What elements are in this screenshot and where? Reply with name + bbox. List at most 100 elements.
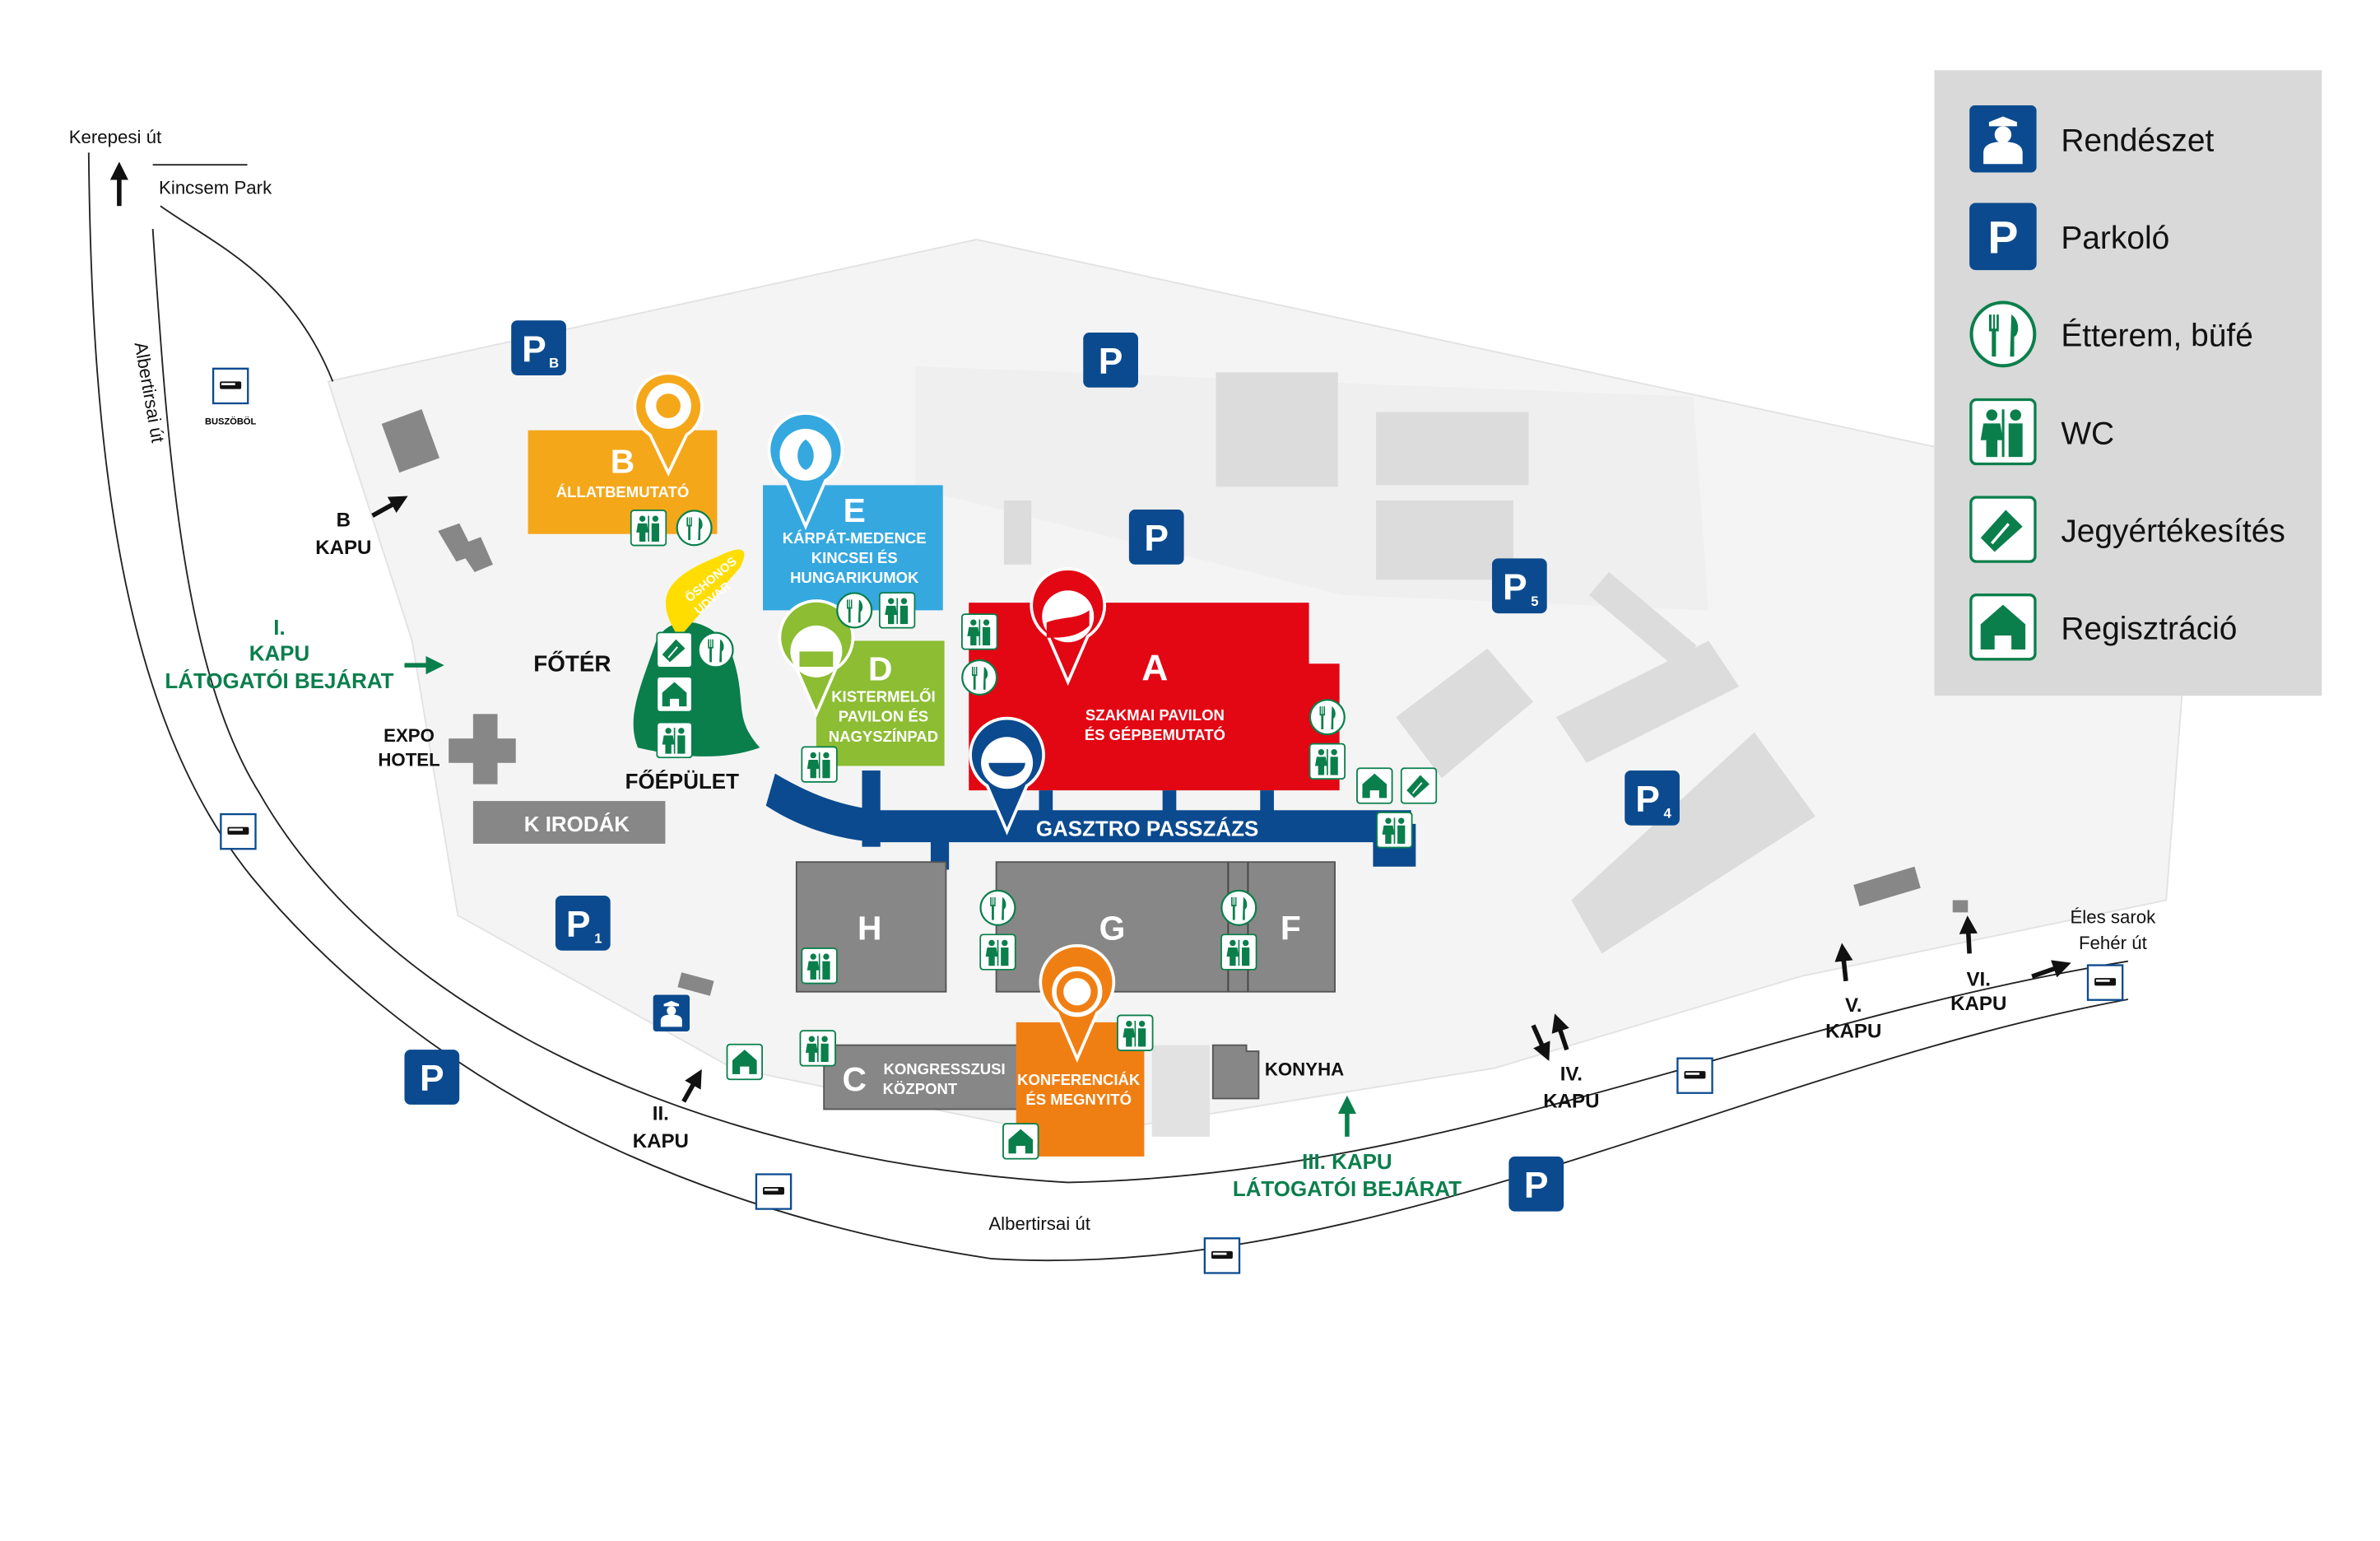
- gate-v-line1: V.: [1845, 994, 1862, 1017]
- bus-stop-icon[interactable]: [212, 367, 249, 405]
- building-c-line2: KÖZPONT: [883, 1080, 958, 1097]
- tulip-pin-icon: [767, 412, 844, 531]
- gate-i[interactable]: I. KAPU LÁTOGATÓI BEJÁRAT: [165, 617, 444, 693]
- building-e-letter: E: [844, 491, 866, 529]
- restaurant-icon[interactable]: [1220, 889, 1257, 926]
- bus-stop-icon[interactable]: [2086, 964, 2124, 1001]
- building-konyha[interactable]: [1211, 1044, 1260, 1100]
- gastro-passage-label: GASZTRO PASSZÁZS: [1036, 817, 1258, 841]
- building-d-line3: NAGYSZÍNPAD: [829, 728, 938, 745]
- building-a-line1: SZAKMAI PAVILON: [1085, 706, 1225, 724]
- wc-icon[interactable]: [656, 721, 693, 759]
- foter-label: FŐTÉR: [533, 651, 611, 677]
- building-e-line2: KINCSEI ÉS: [811, 549, 898, 566]
- legend-label: Rendészet: [2061, 123, 2214, 158]
- gate-b[interactable]: B KAPU: [315, 496, 408, 559]
- konferencia-line1: KONFERENCIÁK: [1017, 1071, 1141, 1088]
- registration-icon[interactable]: [726, 1043, 764, 1081]
- wc-icon[interactable]: [1117, 1014, 1154, 1052]
- konyha-label: KONYHA: [1265, 1059, 1344, 1080]
- parking-marker[interactable]: P: [1128, 510, 1184, 565]
- parking-symbol: P: [1099, 342, 1123, 382]
- bus-stop-icon[interactable]: [220, 812, 257, 850]
- wc-icon: [1969, 398, 2037, 466]
- street-eles-sarok: Éles sarok: [2070, 906, 2156, 927]
- restaurant-icon[interactable]: [836, 592, 873, 629]
- parking-marker[interactable]: P: [1083, 333, 1138, 388]
- police-icon[interactable]: [653, 994, 690, 1031]
- parking-symbol: P: [566, 905, 591, 945]
- gate-vi[interactable]: VI. KAPU: [1950, 915, 2071, 1015]
- animal-pin-icon: [633, 371, 704, 477]
- parking-symbol: P: [420, 1059, 444, 1099]
- building-c[interactable]: [823, 1044, 1020, 1110]
- legend-item: Étterem, büfé: [1971, 303, 2253, 366]
- building-konferencia[interactable]: [1016, 1022, 1145, 1157]
- gate-vi-line2: KAPU: [1950, 993, 2006, 1015]
- building-d-line1: KISTERMELŐI: [831, 688, 936, 705]
- legend-item: Regisztráció: [1969, 593, 2237, 661]
- parking-subscript: 4: [1663, 805, 1671, 821]
- gate-iii[interactable]: III. KAPU LÁTOGATÓI BEJÁRAT: [1233, 1095, 1462, 1201]
- registration-icon[interactable]: [656, 676, 693, 713]
- registration-icon[interactable]: [1356, 767, 1393, 804]
- oshonos-udvar[interactable]: [665, 549, 745, 638]
- building-f-letter: F: [1281, 910, 1301, 947]
- bus-stop-icon[interactable]: [1676, 1057, 1713, 1094]
- arrow-icon: [1531, 1024, 1550, 1062]
- gate-iv[interactable]: IV. KAPU: [1531, 1013, 1599, 1113]
- restaurant-icon: [1971, 303, 2034, 366]
- wc-icon[interactable]: [1220, 933, 1257, 971]
- gate-ii-line1: II.: [653, 1102, 669, 1124]
- wc-icon[interactable]: [801, 947, 838, 985]
- wc-icon[interactable]: [979, 933, 1016, 971]
- gate-vi-line1: VI.: [1967, 968, 1991, 990]
- gate-v[interactable]: V. KAPU: [1825, 943, 1881, 1043]
- parking-symbol: P: [1987, 212, 2018, 263]
- building-g-letter: G: [1099, 910, 1126, 947]
- arrow-icon: [1959, 915, 1978, 954]
- wc-icon[interactable]: [630, 510, 667, 547]
- ticket-icon[interactable]: [1400, 767, 1438, 804]
- wc-icon[interactable]: [801, 746, 838, 783]
- legend-label: Regisztráció: [2061, 612, 2237, 647]
- expo-hotel-label-2: HOTEL: [378, 749, 439, 770]
- wc-icon[interactable]: [878, 592, 916, 629]
- restaurant-icon[interactable]: [1309, 699, 1346, 736]
- building-c-line1: KONGRESSZUSI: [884, 1060, 1006, 1078]
- gate-ii-line2: KAPU: [633, 1130, 689, 1152]
- wc-icon[interactable]: [1309, 743, 1346, 780]
- building-e[interactable]: [763, 485, 943, 611]
- restaurant-icon[interactable]: [979, 889, 1016, 926]
- wc-icon[interactable]: [1376, 812, 1413, 849]
- wc-icon[interactable]: [799, 1030, 836, 1067]
- building-d-letter: D: [868, 650, 892, 688]
- parking-marker[interactable]: P: [1508, 1156, 1564, 1212]
- gate-iii-line2: LÁTOGATÓI BEJÁRAT: [1233, 1176, 1462, 1201]
- ticket-icon[interactable]: [656, 631, 693, 668]
- conference-pin-icon: [1039, 943, 1116, 1063]
- registration-icon[interactable]: [1002, 1123, 1039, 1160]
- parking-marker[interactable]: P: [404, 1050, 460, 1105]
- bus-stop-icon[interactable]: [755, 1173, 793, 1210]
- building-h-letter: H: [858, 910, 881, 947]
- parking-symbol: P: [1635, 780, 1660, 820]
- legend-item: Rendészet: [1969, 105, 2215, 173]
- restaurant-icon[interactable]: [961, 659, 998, 696]
- street-kerepesi: Kerepesi út: [69, 127, 162, 147]
- restaurant-icon[interactable]: [697, 631, 734, 668]
- wc-icon[interactable]: [960, 613, 998, 650]
- arrow-icon: [1551, 1013, 1569, 1051]
- restaurant-icon[interactable]: [676, 510, 713, 547]
- gate-ii[interactable]: II. KAPU: [633, 1068, 702, 1152]
- gate-iii-line1: III. KAPU: [1302, 1151, 1392, 1174]
- building-irodak[interactable]: [472, 801, 666, 844]
- street-feher-ut: Fehér út: [2079, 933, 2148, 953]
- bus-stop-icon[interactable]: [1203, 1237, 1241, 1274]
